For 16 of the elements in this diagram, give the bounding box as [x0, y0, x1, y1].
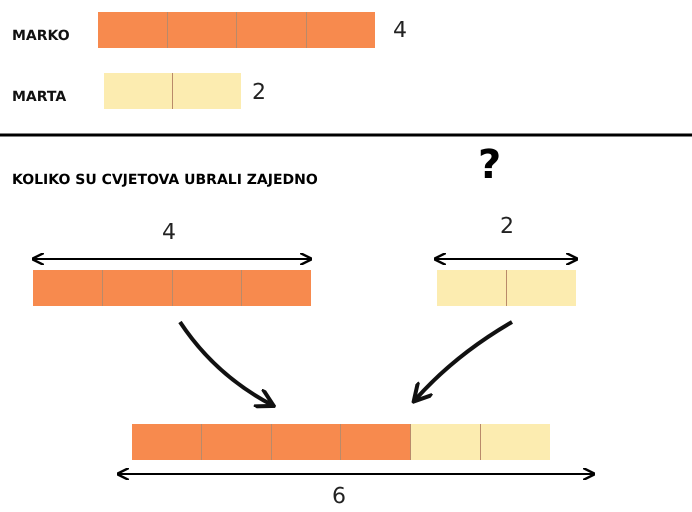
dimension-label: 2 [500, 214, 514, 239]
dimension-label: 4 [162, 220, 176, 245]
count-label: 4 [393, 18, 407, 43]
dimension-label: 6 [332, 484, 346, 509]
bar-model [132, 424, 550, 460]
bar-model [33, 270, 311, 306]
bar-model [104, 73, 241, 109]
arrow [178, 320, 276, 408]
arrow [412, 320, 514, 404]
name-label: MARKO [12, 28, 70, 44]
bar-model [437, 270, 576, 306]
question-text: KOLIKO SU CVJETOVA UBRALI ZAJEDNO [12, 172, 318, 188]
count-label: 2 [252, 80, 266, 105]
bar-model [98, 12, 375, 48]
name-label: MARTA [12, 89, 66, 105]
question-mark: ? [478, 142, 502, 188]
